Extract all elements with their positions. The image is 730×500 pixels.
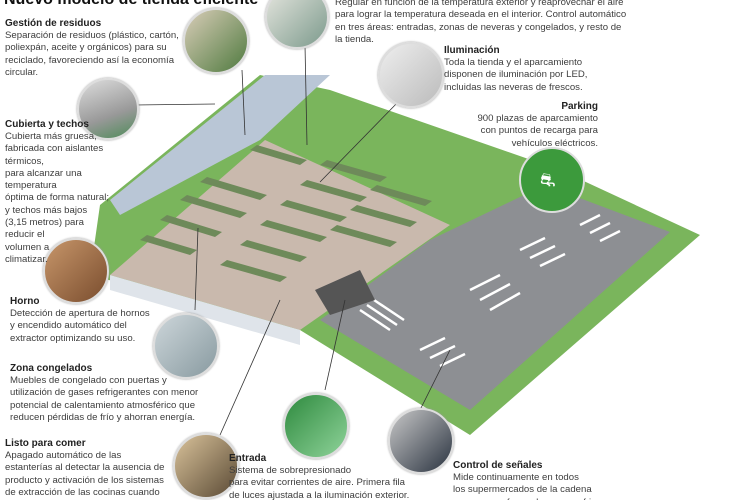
- info-iluminacion: Iluminación Toda la tienda y el aparcami…: [444, 44, 594, 94]
- info-control: Control de señales Mide continuamente en…: [453, 459, 653, 500]
- ev-charging-circle: [519, 147, 585, 213]
- heading: Iluminación: [444, 45, 500, 56]
- ready-meal-photo: [173, 433, 239, 499]
- info-residuos: Gestión de residuos Separación de residu…: [5, 17, 205, 79]
- entrance-photo: [283, 393, 349, 459]
- lighting-photo: [378, 42, 444, 108]
- info-listo: Listo para comer Apagado automático de l…: [5, 437, 185, 499]
- body: Toda la tienda y el aparcamiento dispone…: [444, 57, 588, 93]
- fridge-photo: [265, 0, 329, 49]
- ceiling-photo: [77, 78, 139, 140]
- heading: Control de señales: [453, 460, 543, 471]
- body: Separación de residuos (plástico, cartón…: [5, 30, 179, 78]
- body: Detección de apertura de hornos y encend…: [10, 308, 150, 344]
- info-horno: Horno Detección de apertura de hornos y …: [10, 295, 170, 345]
- info-parking: Parking 900 plazas de aparcamiento con p…: [450, 100, 598, 150]
- body: Sistema de sobrepresionado para evitar c…: [229, 465, 410, 500]
- info-entrada: Entrada Sistema de sobrepresionado para …: [229, 452, 449, 500]
- info-cubierta: Cubierta y techos Cubierta más gruesa, f…: [5, 118, 130, 266]
- heading: Listo para comer: [5, 438, 86, 449]
- ev-car-icon: ⛐: [540, 170, 556, 190]
- oven-photo: [43, 238, 109, 304]
- parking-lines: [359, 213, 621, 368]
- body: Cubierta más gruesa, fabricada con aisla…: [5, 131, 109, 265]
- leader-lines: [134, 44, 451, 436]
- body: Muebles de congelado con puertas y utili…: [10, 375, 199, 423]
- body: Apagado automático de las estanterías al…: [5, 450, 165, 498]
- store-wall: [110, 275, 300, 345]
- heading: Parking: [561, 101, 598, 112]
- heading: Entrada: [229, 453, 267, 464]
- body: 900 plazas de aparcamiento con puntos de…: [477, 113, 598, 149]
- waste-photo: [183, 8, 249, 74]
- heading: Zona congelados: [10, 363, 93, 374]
- heading: Horno: [10, 296, 40, 307]
- control-photo: [388, 408, 454, 474]
- body: Regular en función de la temperatura ext…: [335, 0, 627, 45]
- info-climatizacion: Regular en función de la temperatura ext…: [335, 0, 655, 46]
- heading: Gestión de residuos: [5, 18, 102, 29]
- entrance-block: [315, 270, 375, 315]
- roof: [110, 75, 330, 215]
- parking-lot: [320, 185, 670, 410]
- page-title: Nuevo modelo de tienda eficiente: [4, 0, 258, 9]
- info-congelados: Zona congelados Muebles de congelado con…: [10, 362, 230, 424]
- freezer-photo: [153, 313, 219, 379]
- shelves: [140, 145, 432, 282]
- body: Mide continuamente en todos los supermer…: [453, 472, 619, 500]
- heading: Cubierta y techos: [5, 119, 89, 130]
